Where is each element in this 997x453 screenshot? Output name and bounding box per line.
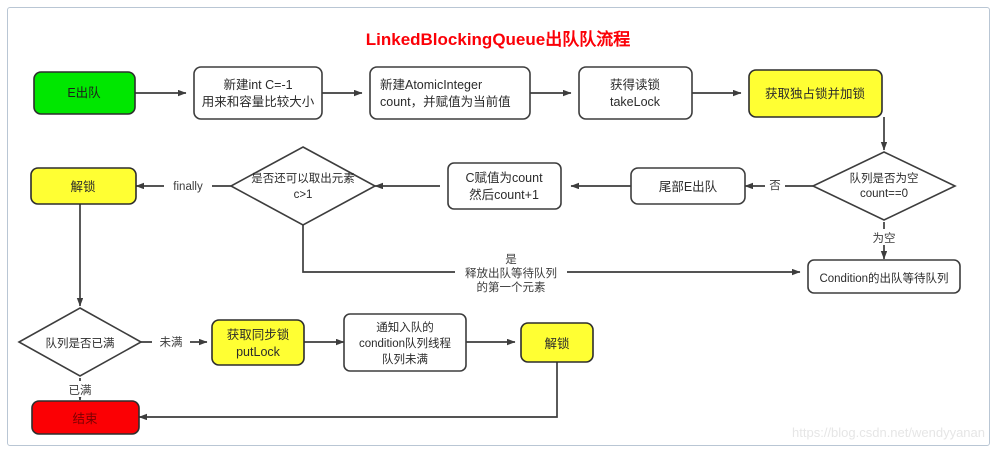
edge-label-queuefull-yes: 已满: [69, 384, 92, 397]
node-new-int-c-line2: 用来和容量比较大小: [202, 94, 315, 109]
node-unlock-second-label: 解锁: [544, 336, 570, 351]
node-new-int-c-line1: 新建int C=-1: [223, 77, 292, 92]
node-acquire-exclusive-lock[interactable]: 获取独占锁并加锁: [748, 69, 883, 118]
node-condition-queue-label: Condition的出队等待队列: [819, 271, 948, 285]
node-put-lock[interactable]: 获取同步锁 putLock: [211, 319, 305, 366]
node-acquire-lock-label: 获取独占锁并加锁: [765, 86, 866, 101]
node-can-take-decision[interactable]: 是否还可以取出元素 c>1: [229, 146, 377, 226]
node-take-lock-line1: 获得读锁: [610, 77, 661, 92]
edge-label-layer: 否 为空 finally 是 释放出队等待队列 的第一个元素 未满 已满: [62, 176, 902, 397]
node-can-take-line2: c>1: [294, 189, 313, 201]
node-put-lock-line2: putLock: [236, 345, 281, 359]
node-tail-dequeue-label: 尾部E出队: [659, 179, 718, 194]
node-notify-line1: 通知入队的: [376, 320, 434, 334]
node-queue-full-decision[interactable]: 队列是否已满: [17, 307, 143, 377]
node-unlock-first[interactable]: 解锁: [30, 167, 137, 205]
node-assign-c[interactable]: C赋值为count 然后count+1: [447, 162, 562, 210]
node-take-lock[interactable]: 获得读锁 takeLock: [578, 66, 693, 120]
node-new-atomic-line2: count，并赋值为当前值: [380, 94, 511, 109]
node-new-atomic-integer[interactable]: 新建AtomicInteger count，并赋值为当前值: [369, 66, 531, 120]
edge-label-cantake-yes-line1: 是: [505, 253, 517, 266]
edge-label-cantake-yes-line2: 释放出队等待队列: [465, 266, 557, 280]
node-end-label: 结束: [72, 412, 98, 426]
node-unlock-second[interactable]: 解锁: [520, 322, 594, 363]
node-notify-line3: 队列未满: [382, 352, 428, 366]
node-queue-empty-line1: 队列是否为空: [850, 171, 919, 185]
node-can-take-line1: 是否还可以取出元素: [251, 171, 355, 185]
node-notify-line2: condition队列线程: [359, 336, 452, 350]
edge-label-finally: finally: [173, 181, 203, 193]
watermark: https://blog.csdn.net/wendyyanan: [792, 425, 985, 440]
node-start-label: E出队: [67, 85, 101, 100]
node-condition-wait-queue[interactable]: Condition的出队等待队列: [807, 259, 961, 294]
edge-label-queuefull-no: 未满: [160, 336, 183, 349]
node-put-lock-line1: 获取同步锁: [227, 327, 290, 342]
node-end[interactable]: 结束: [31, 400, 140, 435]
node-new-atomic-line1: 新建AtomicInteger: [380, 77, 482, 92]
edge-cantake-yes-to-condition: [302, 213, 801, 276]
edge-label-empty-no: 否: [769, 180, 781, 192]
node-queue-empty-decision[interactable]: 队列是否为空 count==0: [811, 151, 957, 221]
node-tail-dequeue[interactable]: 尾部E出队: [630, 167, 746, 205]
node-queue-full-label: 队列是否已满: [46, 336, 115, 350]
edge-label-empty-yes: 为空: [873, 231, 896, 245]
edge-unlock2-to-end: [138, 362, 558, 421]
node-start[interactable]: E出队: [33, 71, 136, 115]
node-notify-put-threads[interactable]: 通知入队的 condition队列线程 队列未满: [343, 313, 467, 372]
page-title: LinkedBlockingQueue出队队流程: [366, 29, 630, 49]
edge-label-cantake-yes-line3: 的第一个元素: [477, 280, 546, 294]
node-assign-c-line2: 然后count+1: [469, 187, 539, 202]
node-take-lock-line2: takeLock: [610, 95, 661, 109]
node-unlock-first-label: 解锁: [70, 179, 96, 194]
node-assign-c-line1: C赋值为count: [465, 170, 543, 185]
node-new-int-c[interactable]: 新建int C=-1 用来和容量比较大小: [193, 66, 323, 120]
node-queue-empty-line2: count==0: [860, 188, 908, 200]
